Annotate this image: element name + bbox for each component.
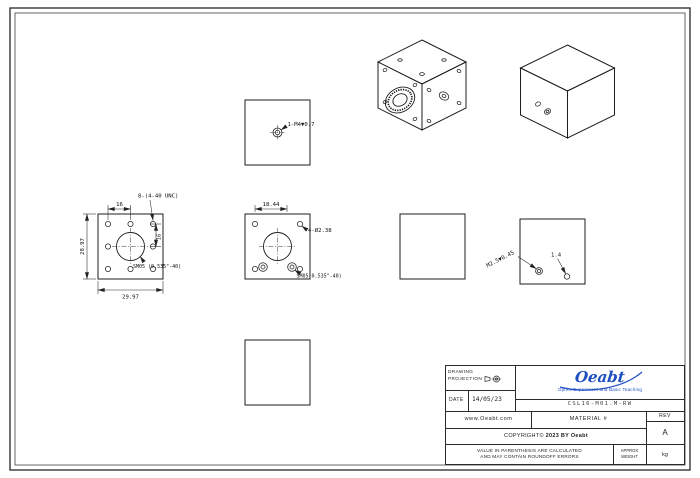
back-dim-width: 18.44 [263, 202, 280, 208]
isometric-view-front [376, 39, 468, 131]
side-dim-depth: 1.4 [551, 253, 562, 259]
drawing-number: CSL16-M01.M-RW [567, 400, 633, 407]
disclaimer-line1: VALUE IN PARENTHESIS ARE CALCULATED [477, 447, 582, 453]
weight-label-line1: APPROX [620, 448, 639, 453]
third-angle-projection-icon [484, 375, 502, 383]
disclaimer: VALUE IN PARENTHESIS ARE CALCULATED AND … [446, 444, 613, 461]
website: www.Oeabt.com [464, 416, 513, 422]
view-back-outline [244, 213, 311, 280]
front-dim-height: 28.97 [80, 238, 86, 255]
side-thread-label: M2.5▼0.45 [486, 250, 516, 269]
logo-swoosh-icon [559, 371, 643, 391]
isometric-view-back [519, 44, 616, 139]
front-holes-label: 8-(4-40 UNC) [138, 194, 178, 200]
front-dim-width: 29.97 [122, 295, 139, 301]
front-dim-spacing-v: 16 [157, 234, 163, 241]
title-block: DRAWING PROJECTION DATE 14/05/23 Oeabt O… [445, 365, 685, 465]
logo: Oeabt Optics Experiment and Basic Teachi… [515, 366, 685, 399]
material-label: MATERIAL # [569, 416, 608, 422]
front-dim-spacing-h: 16 [116, 202, 123, 208]
view-top: 1-M4▼0.7 [244, 99, 315, 166]
disclaimer-line2: AND MAY CONTAIN ROUNDOFF ERRORS [480, 454, 579, 459]
date-label: DATE [449, 397, 464, 403]
view-front: 16 8-(4-40 UNC) 16 28.97 29.97 SM05 (0.5… [80, 194, 181, 301]
sheet-inner-border [14, 12, 686, 466]
view-side: M2.5▼0.45 1.4 [486, 218, 586, 285]
weight-label-line2: WEIGHT [621, 453, 638, 459]
view-plain-bottom-outline [244, 339, 311, 406]
approx-weight-label: APPROX WEIGHT [613, 444, 646, 459]
projection-label-line2: PROJECTION [448, 375, 483, 381]
back-holes-label: 4-Ø2.38 [308, 227, 332, 234]
weight-unit: kg [662, 452, 668, 458]
copyright: COPYRIGHT© 2023 BY Oeabt [446, 428, 646, 444]
copyright-year-owner: 2023 BY Oeabt [545, 433, 588, 439]
view-plain-right [399, 213, 466, 280]
projection-cell: DRAWING PROJECTION [448, 369, 502, 384]
view-side-outline [519, 218, 586, 285]
date-value: 14/05/23 [472, 395, 502, 403]
view-plain-right-outline [399, 213, 466, 280]
view-back: 18.44 4-Ø2.38 SM05(0.535"-40) [244, 202, 342, 280]
logo-text: Oeabt [574, 368, 626, 386]
front-thread-label: SM05 (0.535"-40) [133, 264, 181, 270]
rev-value: A [662, 428, 668, 437]
sheet-outer-border [9, 7, 691, 471]
logo-subtitle: Optics Experiment and Basic Teaching [557, 387, 643, 392]
projection-label-line1: DRAWING [448, 368, 474, 374]
rev-label: REV [659, 413, 671, 419]
back-thread-label: SM05(0.535"-40) [297, 274, 342, 280]
view-plain-bottom [244, 339, 311, 406]
top-thread-label: 1-M4▼0.7 [288, 122, 315, 128]
copyright-prefix: COPYRIGHT© [504, 433, 544, 439]
